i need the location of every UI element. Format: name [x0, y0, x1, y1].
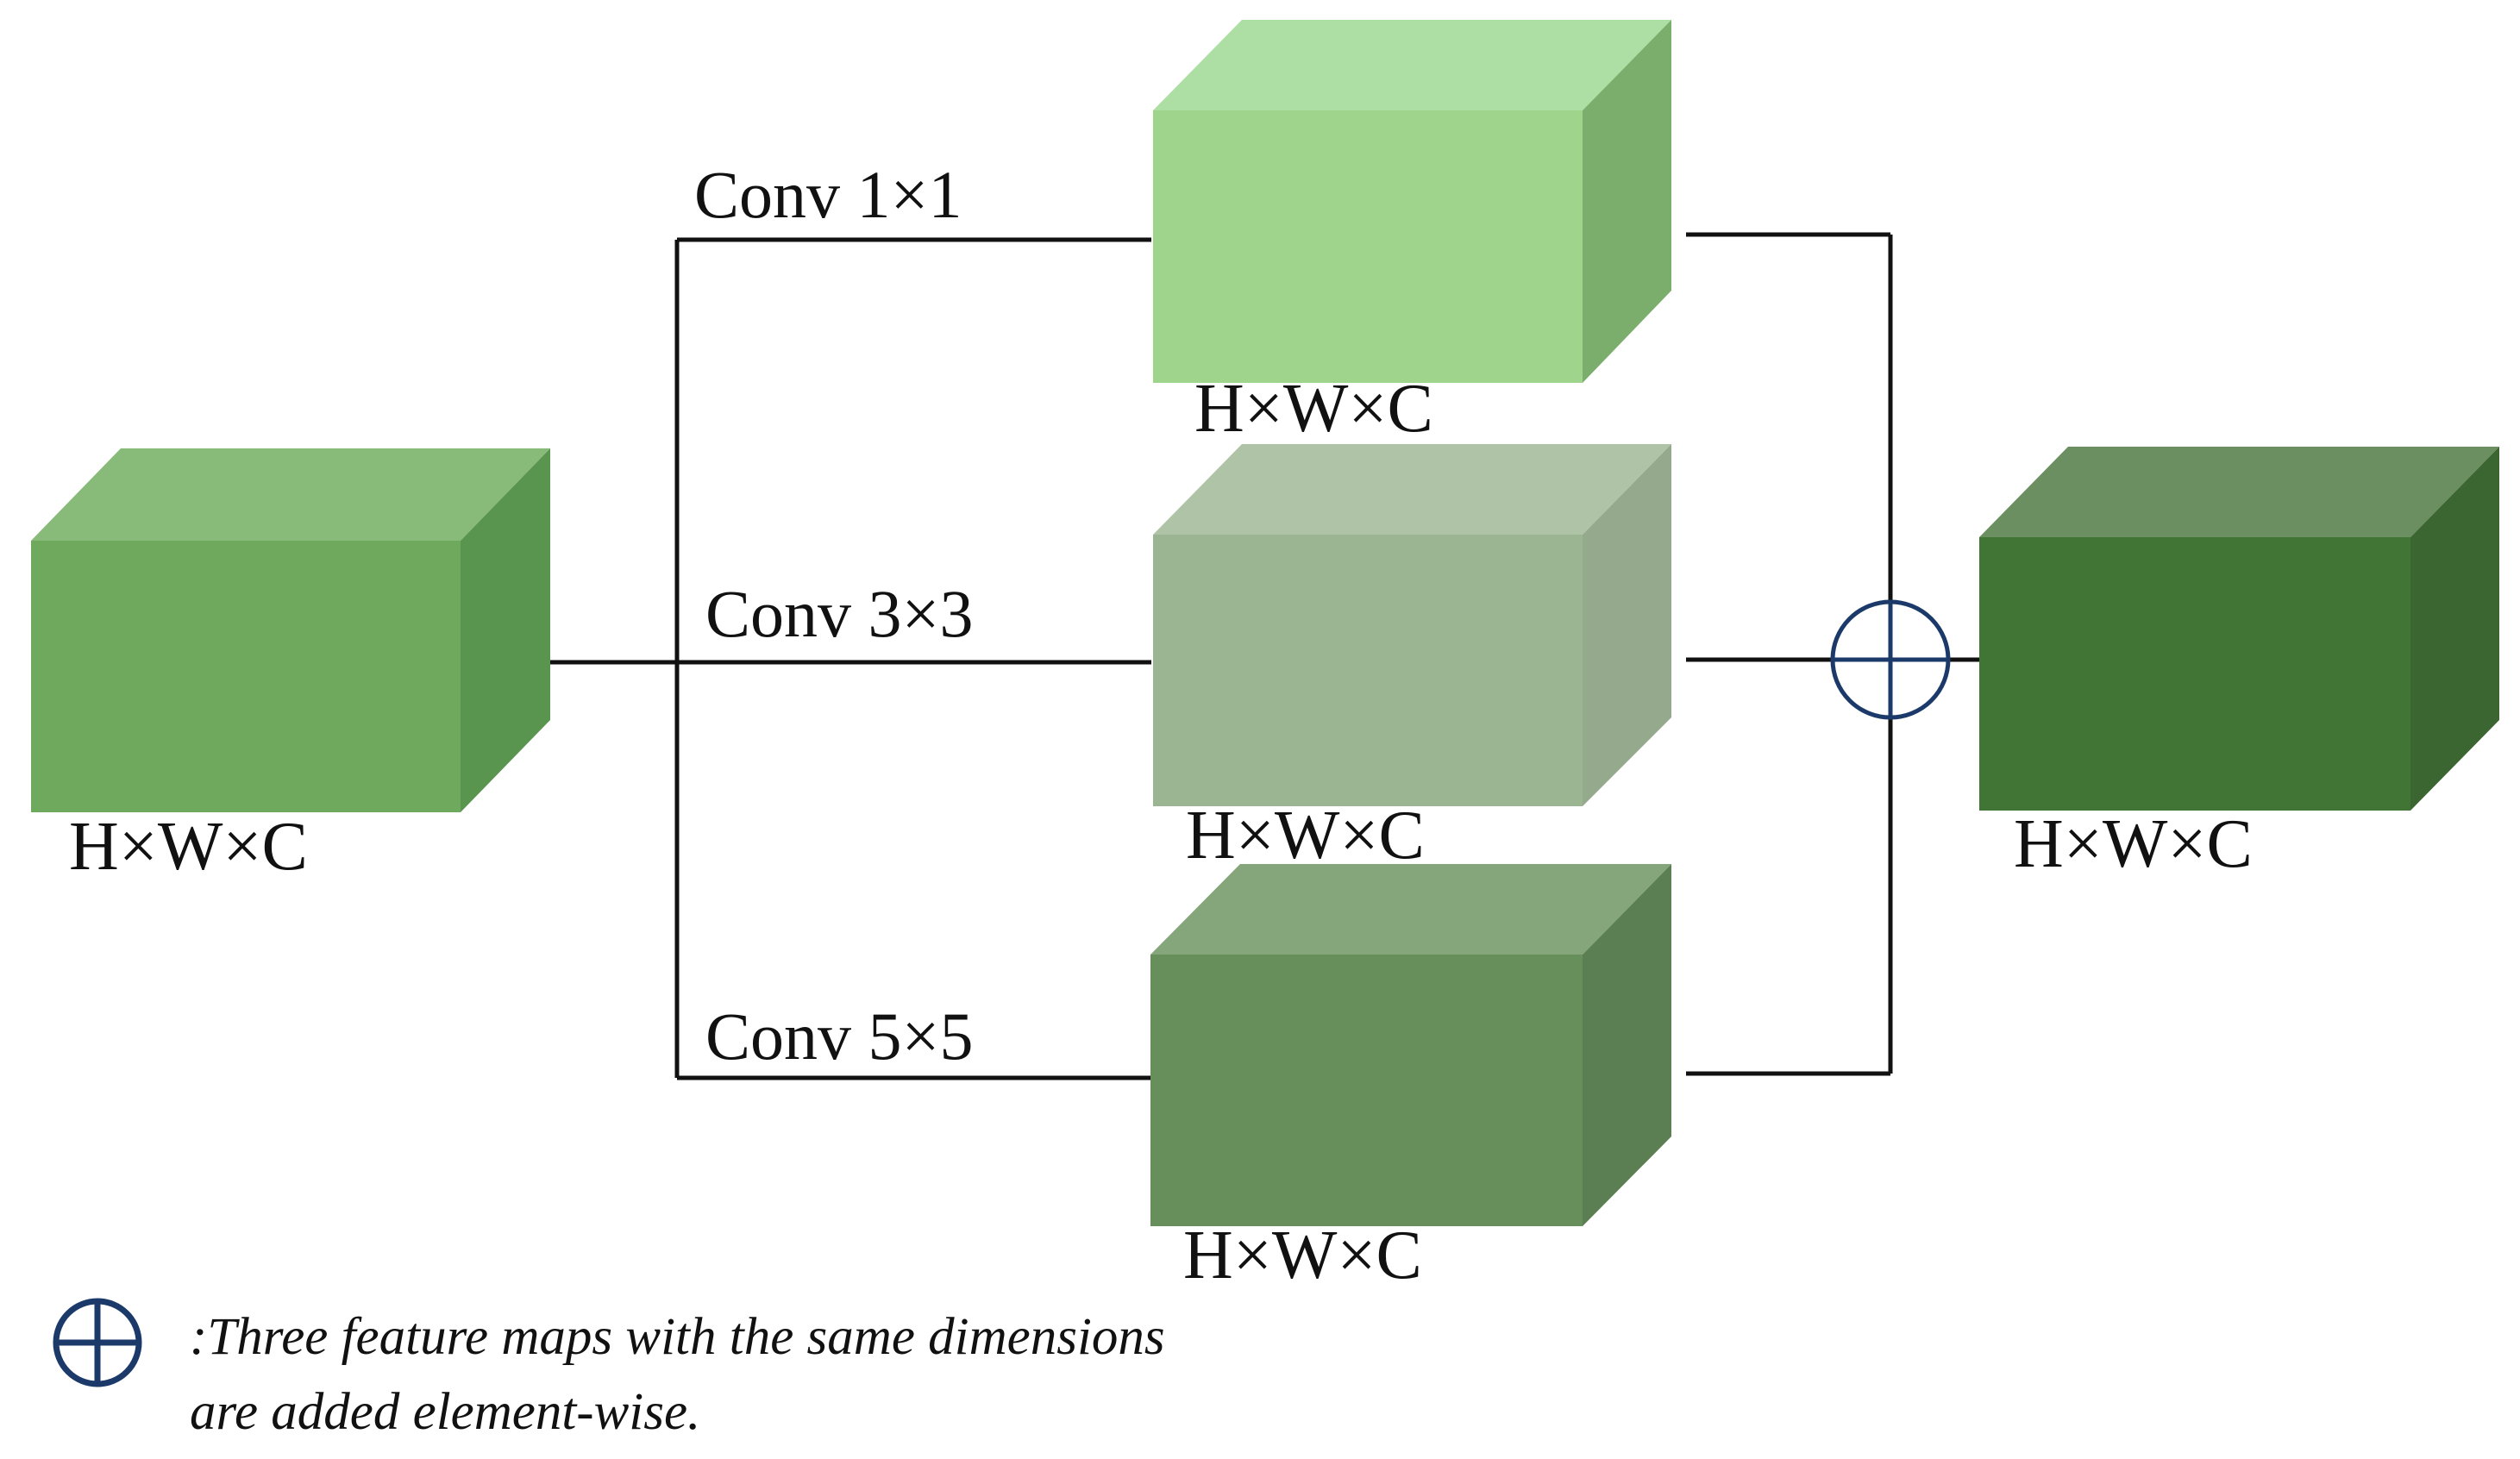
- output-dim-label: H×W×C: [2014, 806, 2253, 882]
- branch3-block-front: [1150, 955, 1583, 1226]
- legend-circle-plus-icon: [53, 1298, 142, 1387]
- branch1-feature-map-block: Conv 1×1 H×W×C: [694, 20, 1671, 447]
- legend: :Three feature maps with the same dimens…: [53, 1298, 1165, 1441]
- element-wise-sum-icon: [1830, 599, 1951, 720]
- output-block-side: [2410, 447, 2499, 811]
- input-feature-map-block: H×W×C: [31, 448, 550, 885]
- branch1-block-front: [1153, 110, 1583, 383]
- branch2-feature-map-block: Conv 3×3 H×W×C: [705, 444, 1671, 874]
- input-dim-label: H×W×C: [69, 809, 308, 885]
- input-block-front: [31, 541, 461, 812]
- branch3-block-side: [1583, 864, 1671, 1226]
- branch2-block-front: [1153, 535, 1583, 806]
- branch3-conv-label: Conv 5×5: [705, 999, 974, 1074]
- output-block-front: [1979, 537, 2410, 811]
- input-block-side: [461, 448, 550, 812]
- input-block-top: [31, 448, 550, 541]
- branch3-feature-map-block: Conv 5×5 H×W×C: [705, 864, 1671, 1293]
- branch3-dim-label: H×W×C: [1183, 1218, 1422, 1293]
- legend-text-line2: are added element-wise.: [190, 1383, 700, 1441]
- output-block-top: [1979, 447, 2499, 537]
- output-feature-map-block: H×W×C: [1979, 447, 2499, 882]
- branch2-block-side: [1583, 444, 1671, 806]
- branch2-block-top: [1153, 444, 1671, 535]
- branch3-block-top: [1150, 864, 1671, 955]
- branch2-dim-label: H×W×C: [1186, 798, 1425, 874]
- branch1-block-top: [1153, 20, 1671, 110]
- branch1-block-side: [1583, 20, 1671, 383]
- branch2-conv-label: Conv 3×3: [705, 576, 974, 651]
- branch1-conv-label: Conv 1×1: [694, 157, 962, 232]
- legend-text-line1: :Three feature maps with the same dimens…: [190, 1308, 1165, 1366]
- branch1-dim-label: H×W×C: [1194, 371, 1433, 447]
